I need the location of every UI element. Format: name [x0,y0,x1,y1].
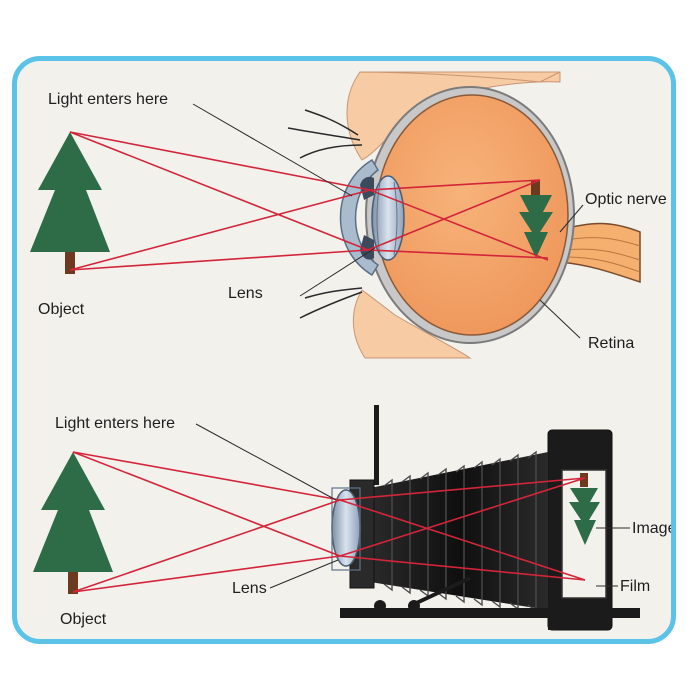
camera-back-leg [548,600,556,630]
lower-eyelid [352,289,472,359]
eye-pointer-lines [192,103,584,339]
eye-object-label: Object [38,301,85,318]
eye-light-rays [69,131,549,271]
figure-frame: Light enters here Object Lens Optic nerv… [12,56,676,644]
camera-pointer-lines [195,423,630,589]
camera-base-rail [340,608,640,618]
camera-bellows [370,450,548,613]
upper-eyelashes [287,109,363,159]
iris [360,176,374,260]
camera-lens-barrel [331,487,361,571]
film-label: Film [620,578,650,595]
camera-light-enters-label: Light enters here [55,415,175,432]
eye-light-enters-label: Light enters here [48,91,168,108]
camera-post [374,405,379,485]
camera-section: Light enters here Object Lens Image Film [33,405,671,631]
eye-object-tree [30,132,110,274]
camera-light-rays [72,451,586,593]
eye-lens-label: Lens [228,285,263,302]
image-label: Image [632,520,671,537]
lower-eyelashes [299,287,363,319]
camera-knob [374,600,386,612]
retina-label: Retina [588,335,634,352]
eye-retina-image [519,180,553,258]
eye-camera-diagram: Light enters here Object Lens Optic nerv… [30,71,671,631]
camera-film-image [569,473,600,545]
camera-lens-label: Lens [232,580,267,597]
eye-section: Light enters here Object Lens Optic nerv… [30,71,667,359]
camera-strut [409,576,471,608]
optic-nerve-label: Optic nerve [585,191,667,208]
camera-object-tree [33,452,113,594]
camera-object-label: Object [60,611,107,628]
